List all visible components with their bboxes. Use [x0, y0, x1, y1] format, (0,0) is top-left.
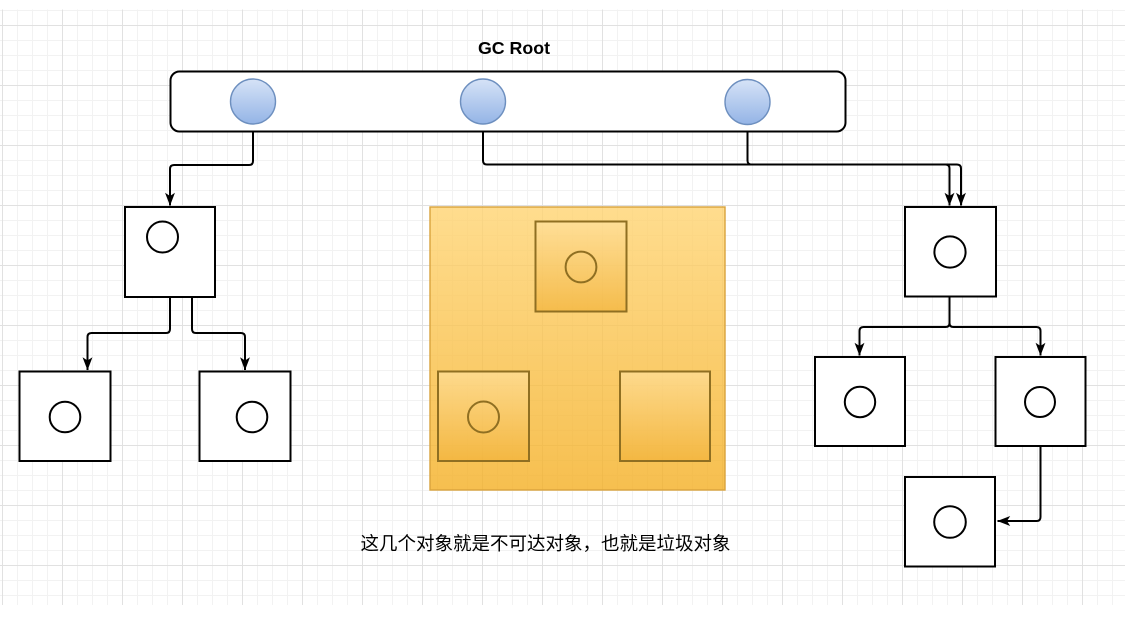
node-right-child2[interactable] [994, 356, 1087, 447]
node-right-grandchild[interactable] [904, 476, 996, 568]
garbage-node-top-box[interactable] [534, 220, 628, 313]
node-left-child2-dot[interactable] [235, 400, 269, 434]
node-left-child2[interactable] [198, 370, 292, 462]
edge-left-parent-to-left-child2[interactable] [191, 297, 250, 371]
node-left-parent[interactable] [124, 206, 216, 298]
garbage-node-bottom-left-box[interactable] [437, 370, 530, 462]
node-right-child1-box[interactable] [814, 356, 906, 447]
node-right-child1-dot[interactable] [843, 385, 877, 419]
gc-root-title[interactable]: GC Root [478, 38, 550, 58]
garbage-node-bottom-left-dot[interactable] [467, 400, 500, 434]
garbage-node-top-dot[interactable] [564, 250, 598, 284]
edge-right-parent-to-right-child2[interactable] [948, 296, 1046, 356]
edge-left-parent-to-left-child1[interactable] [82, 297, 171, 371]
node-right-child2-dot[interactable] [1024, 386, 1056, 418]
edge-root1-to-left-parent[interactable] [165, 124, 254, 206]
gc-root-handle-2[interactable] [459, 78, 507, 125]
edge-root2-to-right-parent[interactable] [482, 124, 955, 206]
edges-layer [82, 124, 1046, 526]
garbage-node-bottom-left[interactable] [437, 370, 530, 462]
gc-root-frame[interactable] [169, 70, 847, 133]
node-right-grandchild-dot[interactable] [933, 505, 967, 539]
node-left-child1-dot[interactable] [48, 400, 82, 434]
node-right-parent[interactable] [904, 206, 997, 298]
garbage-area[interactable] [429, 206, 726, 491]
edge-root3-to-right-parent[interactable] [746, 124, 966, 206]
node-right-child1[interactable] [814, 356, 906, 447]
edge-right-child2-to-right-grandchild[interactable] [997, 446, 1042, 526]
caption-text[interactable]: 这几个对象就是不可达对象，也就是垃圾对象 [360, 533, 730, 554]
gc-root-handle-3[interactable] [724, 78, 771, 126]
gc-root-handle-1[interactable] [229, 78, 277, 125]
node-right-parent-box[interactable] [904, 206, 997, 298]
garbage-node-bottom-right-box[interactable] [619, 370, 711, 462]
garbage-node-top[interactable] [534, 220, 628, 313]
gc-root-container[interactable] [169, 70, 847, 133]
node-right-parent-dot[interactable] [933, 235, 967, 269]
node-left-child1[interactable] [18, 370, 112, 462]
node-left-parent-box[interactable] [124, 206, 216, 298]
node-left-parent-dot[interactable] [146, 220, 179, 254]
